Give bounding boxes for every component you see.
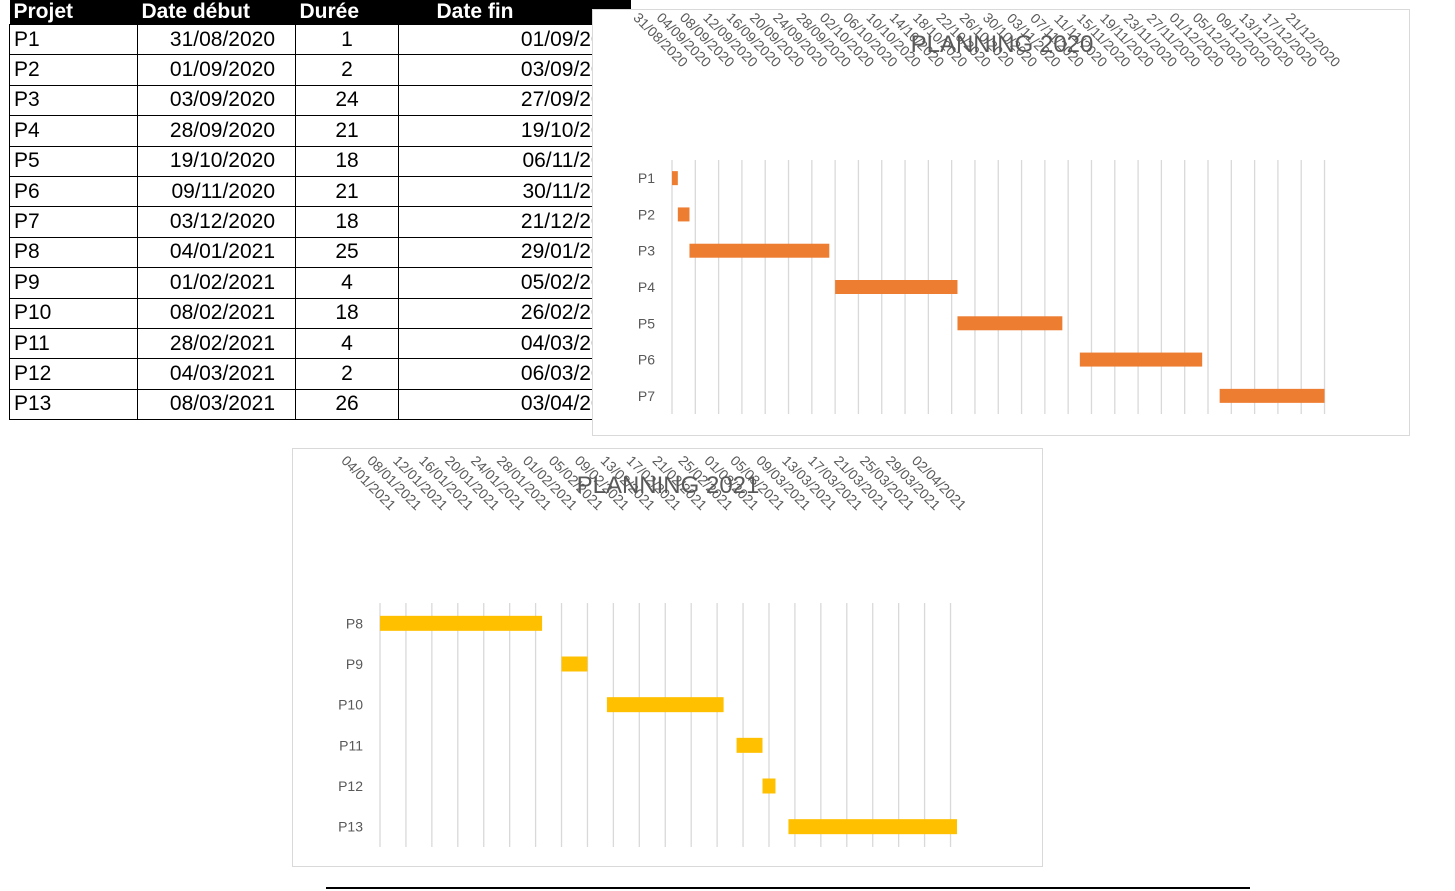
gantt-bar-p9 <box>561 656 588 672</box>
gantt-bar-p1 <box>672 171 678 186</box>
chart-title: PLANNING 2020 <box>911 31 1094 58</box>
gantt-chart-2020-svg: PLANNING 2020 31/08/202004/09/202008/09/… <box>630 10 1344 414</box>
cell-duree: 21 <box>295 115 399 147</box>
cell-duree: 24 <box>295 84 399 117</box>
gantt-bar-p8 <box>380 615 543 631</box>
gantt-chart-2021-svg: PLANNING 2021 04/01/202108/01/202112/01/… <box>338 452 970 847</box>
cell-date-debut: 08/03/2021 <box>137 388 296 421</box>
gantt-bar-p6 <box>1079 352 1203 367</box>
gantt-bar-p10 <box>606 697 724 713</box>
table-header-row: Projet Date début Durée Date fin <box>9 0 631 25</box>
cell-projet: P3 <box>9 84 138 117</box>
cell-projet: P5 <box>9 145 138 177</box>
category-label: P7 <box>638 388 655 404</box>
cell-duree: 4 <box>295 267 399 299</box>
category-label: P11 <box>339 737 363 753</box>
category-label: P5 <box>638 315 655 331</box>
cell-projet: P2 <box>9 54 138 86</box>
gantt-bar-p3 <box>689 243 830 258</box>
gantt-bar-p13 <box>788 819 957 835</box>
cell-duree: 2 <box>295 54 399 86</box>
gantt-bar-p7 <box>1219 388 1325 403</box>
cell-projet: P1 <box>9 23 138 56</box>
category-label: P3 <box>638 243 655 259</box>
cell-projet: P6 <box>9 175 138 208</box>
header-projet: Projet <box>9 0 138 25</box>
category-label: P2 <box>638 206 655 222</box>
category-label: P10 <box>338 697 363 713</box>
cell-duree: 18 <box>295 206 399 238</box>
cell-duree: 1 <box>295 23 399 56</box>
cell-date-debut: 09/11/2020 <box>137 175 296 208</box>
category-label: P13 <box>338 819 363 835</box>
cell-duree: 25 <box>295 236 399 269</box>
chart-title: PLANNING 2021 <box>577 472 760 499</box>
category-label: P6 <box>638 352 655 368</box>
cell-duree: 2 <box>295 358 399 390</box>
header-date-fin: Date fin <box>398 0 631 25</box>
cell-date-debut: 03/09/2020 <box>137 84 296 117</box>
category-label: P4 <box>638 279 655 295</box>
cell-date-debut: 08/02/2021 <box>137 297 296 329</box>
gantt-bar-p2 <box>677 207 690 222</box>
cell-duree: 26 <box>295 388 399 421</box>
gantt-bar-p12 <box>762 778 776 794</box>
header-duree: Durée <box>295 0 399 25</box>
cell-projet: P12 <box>9 358 138 390</box>
cell-duree: 21 <box>295 175 399 208</box>
cell-date-debut: 28/09/2020 <box>137 115 296 147</box>
cell-date-debut: 31/08/2020 <box>137 23 296 56</box>
cell-projet: P7 <box>9 206 138 238</box>
cell-date-debut: 04/01/2021 <box>137 236 296 269</box>
cell-date-debut: 03/12/2020 <box>137 206 296 238</box>
cell-projet: P9 <box>9 267 138 299</box>
cell-duree: 4 <box>295 327 399 360</box>
category-label: P9 <box>346 656 363 672</box>
category-label: P12 <box>338 778 363 794</box>
category-label: P8 <box>346 615 363 631</box>
cell-duree: 18 <box>295 145 399 177</box>
gantt-bar-p11 <box>736 737 763 753</box>
gantt-bar-p5 <box>957 316 1063 331</box>
category-label: P1 <box>638 170 655 186</box>
cell-date-debut: 19/10/2020 <box>137 145 296 177</box>
cell-projet: P11 <box>9 327 138 360</box>
cell-projet: P4 <box>9 115 138 147</box>
cell-projet: P10 <box>9 297 138 329</box>
cell-date-debut: 01/09/2020 <box>137 54 296 86</box>
footer-rule <box>326 887 1250 889</box>
cell-projet: P8 <box>9 236 138 269</box>
header-date-debut: Date début <box>137 0 296 25</box>
cell-date-debut: 01/02/2021 <box>137 267 296 299</box>
cell-projet: P13 <box>9 388 138 421</box>
cell-duree: 18 <box>295 297 399 329</box>
cell-date-debut: 28/02/2021 <box>137 327 296 360</box>
gantt-bar-p4 <box>835 280 958 294</box>
cell-date-debut: 04/03/2021 <box>137 358 296 390</box>
